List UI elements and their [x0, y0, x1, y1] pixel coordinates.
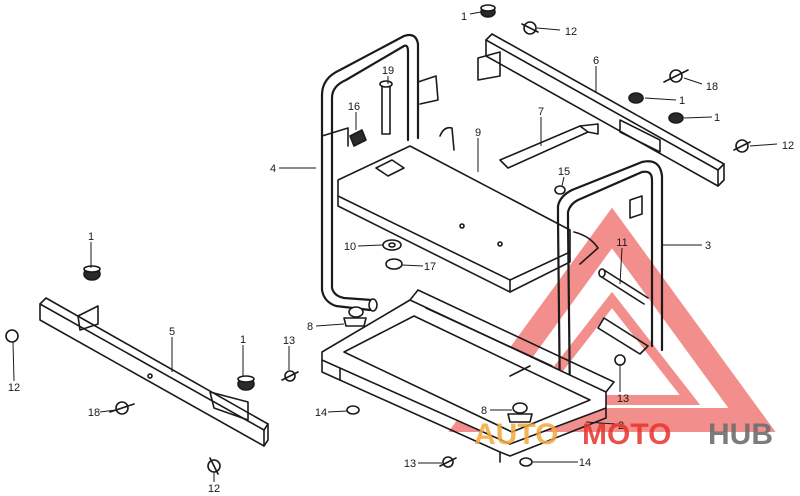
- watermark-moto: MOTO: [582, 418, 671, 451]
- callout-label: 9: [475, 127, 481, 139]
- callout-label: 4: [270, 163, 276, 175]
- callout-label: 12: [8, 382, 20, 394]
- callout-label: 14: [579, 457, 591, 469]
- callout-label: 13: [283, 335, 295, 347]
- callout-label: 16: [348, 101, 360, 113]
- callout-label: 18: [88, 407, 100, 419]
- leader-lines: [12, 11, 778, 482]
- callout-label: 1: [461, 11, 467, 23]
- callout-label: 12: [782, 140, 794, 152]
- callout-label: 8: [481, 405, 487, 417]
- frame-pipe-left: [320, 33, 439, 312]
- watermark-text: AUTO MOTO HUB: [474, 418, 773, 451]
- callout-label: 12: [565, 26, 577, 38]
- cross-bracket: [499, 123, 599, 169]
- callout-label: 1: [679, 95, 685, 107]
- callout-label: 7: [538, 106, 544, 118]
- callout-label: 1: [88, 231, 94, 243]
- callout-label: 2: [618, 420, 624, 432]
- callout-label: 15: [558, 166, 570, 178]
- callout-label: 19: [382, 65, 394, 77]
- callout-label: 11: [616, 237, 627, 249]
- callout-label: 10: [344, 241, 356, 253]
- callout-label: 13: [617, 393, 629, 405]
- callout-label: 5: [169, 326, 175, 338]
- rail-top-right: [477, 33, 725, 187]
- callout-label: 1: [240, 334, 246, 346]
- callout-label: 1: [714, 112, 720, 124]
- watermark-hub: HUB: [708, 418, 773, 451]
- callout-label: 12: [208, 483, 220, 495]
- callout-label: 17: [424, 261, 436, 273]
- watermark-auto: AUTO: [474, 418, 558, 451]
- long-bolt: [597, 268, 649, 355]
- rail-bottom-left: [39, 297, 269, 447]
- callout-label: 8: [307, 321, 313, 333]
- center-tray: [337, 126, 571, 293]
- watermark-logo: [448, 207, 776, 432]
- callout-label: 6: [593, 55, 599, 67]
- callout-label: 14: [315, 407, 327, 419]
- callout-label: 13: [404, 458, 416, 470]
- callout-label: 3: [705, 240, 711, 252]
- callout-label: 18: [706, 81, 718, 93]
- base-frame: [321, 289, 615, 463]
- hardware-parts: [5, 4, 751, 475]
